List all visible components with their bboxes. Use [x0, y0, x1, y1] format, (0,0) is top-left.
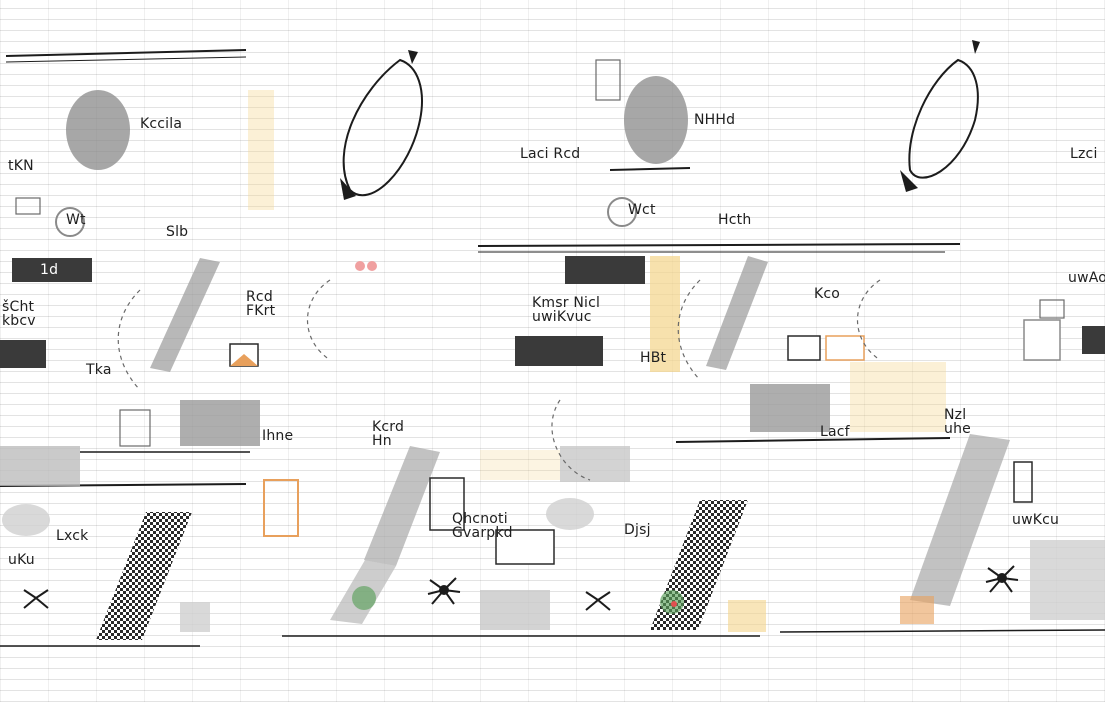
label-nhhd: NHHd [694, 112, 736, 128]
gray-panel [750, 384, 830, 432]
shelf-line [477, 243, 961, 247]
blob-shape [55, 207, 85, 237]
outline-box [595, 59, 621, 101]
blob-shape [624, 76, 688, 164]
blob-shape [66, 90, 130, 170]
outline-box [1013, 461, 1033, 503]
spider-mark [427, 577, 461, 605]
label-kcrd-hn: Kcrd Hn [372, 419, 405, 449]
gray-panel [180, 400, 260, 446]
highlight-bar [728, 600, 766, 632]
shelf-line [609, 167, 691, 171]
icon-box [495, 529, 555, 565]
loop-outline [408, 50, 418, 64]
dark-block [0, 340, 46, 368]
gray-panel [1030, 540, 1105, 620]
plant-mark [352, 586, 376, 610]
icon-box [825, 335, 865, 361]
label-qhcnoti: Qhcnoti Gvarpkd [452, 511, 513, 541]
icon-box [230, 354, 258, 366]
loop-outline [900, 170, 918, 192]
label-lacf: Lacf [820, 424, 850, 440]
label-laci-rcd: Laci Rcd [520, 146, 581, 162]
label-uwaoki: uwAoki [1068, 270, 1105, 286]
gray-panel [0, 446, 80, 486]
blob-shape [607, 197, 637, 227]
shelf-line [5, 56, 247, 63]
label-tka: Tka [86, 362, 112, 378]
label-uwkcu: uwKcu [1012, 512, 1060, 528]
label-djsj: Djsj [624, 522, 651, 538]
outline-box [15, 197, 41, 215]
label-tkn: tKN [8, 158, 34, 174]
outline-box [119, 409, 151, 447]
icon-box [1023, 319, 1061, 361]
label-kccila: Kccila [140, 116, 183, 132]
diagonal-beam [706, 256, 768, 370]
spider-mark [997, 573, 1007, 583]
label-uku: uKu [8, 552, 35, 568]
highlight-bar [248, 90, 274, 210]
spider-mark [585, 591, 611, 611]
highlight-bar [900, 596, 934, 624]
label-nzl-uhe: Nzl uhe [944, 407, 971, 437]
dark-block [12, 258, 92, 282]
loop-outline [342, 58, 423, 197]
dashed-arc [857, 279, 881, 361]
spider-mark [23, 589, 49, 609]
accent-dot [671, 601, 677, 607]
label-lxck: Lxck [56, 528, 89, 544]
spider-mark [985, 565, 1019, 593]
accent-dot [367, 261, 377, 271]
blob-shape [546, 498, 594, 530]
spider-mark [439, 585, 449, 595]
icon-box [787, 335, 821, 361]
label-wt: Wt [66, 212, 86, 228]
outline-box [1039, 299, 1065, 319]
label-rcd-fkrt: Rcd FKrt [246, 289, 276, 319]
label-kco: Kco [814, 286, 841, 302]
dark-block [565, 256, 645, 284]
label-wct: Wct [628, 202, 656, 218]
shelf-line [675, 437, 951, 443]
label-ihne: Ihne [262, 428, 294, 444]
checkered-block [96, 512, 192, 640]
dashed-arc [117, 289, 141, 391]
diagonal-beam [910, 434, 1010, 606]
shelf-line [779, 629, 1105, 633]
icon-box [180, 602, 210, 632]
accent-dot [355, 261, 365, 271]
label-hcth: Hcth [718, 212, 752, 228]
icon-box [480, 590, 550, 630]
highlight-bar [480, 450, 560, 480]
highlight-bar [263, 479, 299, 537]
blob-shape [2, 504, 50, 536]
dark-block [515, 336, 603, 366]
dashed-arc [307, 279, 331, 361]
shelf-line [5, 49, 247, 57]
label-kmsr-nicl: Kmsr Nicl uwiKvuc [532, 295, 601, 325]
diagonal-beam [364, 446, 440, 566]
loop-outline [972, 40, 980, 54]
loop-outline [908, 58, 979, 179]
gray-panel [560, 446, 630, 482]
dashed-arc [677, 279, 701, 381]
label-hbt: HBt [640, 350, 667, 366]
label-1d: 1d [40, 262, 59, 278]
label-lzci: Lzci [1070, 146, 1098, 162]
diagonal-beam [150, 258, 220, 372]
label-scht-kbcv: šCht kbcv [2, 299, 36, 329]
outline-box [429, 477, 465, 531]
label-slb: Slb [166, 224, 189, 240]
highlight-bar [650, 256, 680, 372]
dark-block [1082, 326, 1105, 354]
loop-outline [340, 178, 356, 200]
highlight-bar [850, 362, 946, 432]
dashed-arc [551, 399, 591, 481]
